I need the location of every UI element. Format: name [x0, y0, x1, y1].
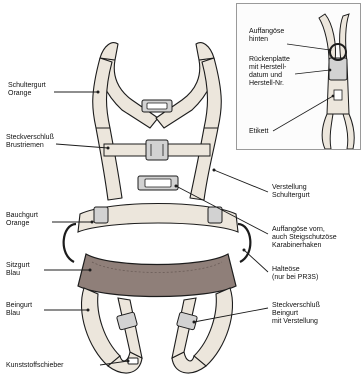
label-bauchgurt: Bauchgurt Orange [6, 212, 38, 228]
inset-back-detail: Auffangöse hinten Rückenplatte mit Herst… [236, 3, 361, 150]
label-auffangoese-hinten: Auffangöse hinten [249, 28, 284, 44]
leg-buckles [116, 312, 197, 330]
label-etikett: Etikett [249, 128, 268, 136]
front-attachment-plate [138, 176, 178, 190]
label-steckverschluss-brust: Steckverschluß Brustriemen [6, 134, 54, 150]
chest-strap [104, 140, 210, 160]
label-halteoese: Halteöse (nur bei PR3S) [272, 266, 318, 282]
label-verstellung-schultergurt: Verstellung Schultergurt [272, 184, 310, 200]
label-auffangoese-vorn: Auffangöse vorn, auch Steigschutzöse Kar… [272, 226, 337, 250]
label-schultergurt: Schultergurt Orange [8, 82, 46, 98]
label-kunststoffschieber: Kunststoffschieber [6, 362, 63, 370]
leg-loops [81, 288, 232, 373]
label-beingurt: Beingurt Blau [6, 302, 32, 318]
label-steckverschluss-bein: Steckverschluß Beingurt mit Verstellung [272, 302, 320, 326]
label-sitzgurt: Sitzgurt Blau [6, 262, 30, 278]
label-rueckenplatte: Rückenplatte mit Herstell- datum und Her… [249, 56, 290, 88]
seat-strap [78, 254, 236, 297]
plastic-slider [128, 358, 138, 364]
waist-belt [64, 204, 251, 263]
back-crossing [142, 100, 172, 112]
